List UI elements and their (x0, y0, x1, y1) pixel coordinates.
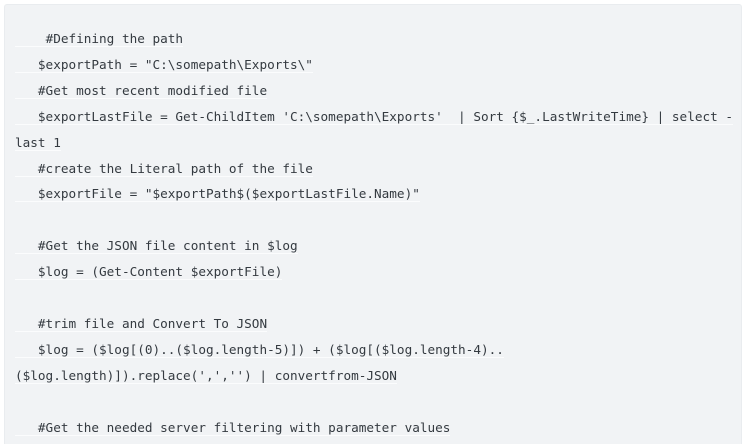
code-line (5, 389, 741, 415)
code-line-text (15, 290, 23, 305)
code-line: $exportFile = "$exportPath$($exportLastF… (5, 181, 741, 207)
code-line (5, 207, 741, 233)
code-line-text: $exportFile = "$exportPath$($exportLastF… (15, 186, 420, 202)
code-line-text (15, 394, 23, 409)
code-line-text: $exportPath = "C:\somepath\Exports\" (15, 56, 313, 72)
code-line: $log = (Get-Content $exportFile) (5, 259, 741, 285)
code-line-text: $log = (Get-Content $exportFile) (15, 264, 283, 280)
code-block[interactable]: #Defining the path $exportPath = "C:\som… (5, 18, 741, 444)
code-line-text: #Get most recent modified file (15, 82, 268, 98)
code-line: #create the Literal path of the file (5, 156, 741, 182)
code-line: $log = ($log[(0)..($log.length-5)]) + ($… (5, 337, 741, 389)
code-line: #Get the needed server filtering with pa… (5, 415, 741, 441)
code-line: #Defining the path (5, 26, 741, 52)
code-line: $exportLastFile = Get-ChildItem 'C:\some… (5, 104, 741, 156)
code-line (5, 285, 741, 311)
code-line-text: $log = ($log[(0)..($log.length-5)]) + ($… (15, 341, 504, 383)
code-line: $exportPath = "C:\somepath\Exports\" (5, 52, 741, 78)
code-line-text: #Get the JSON file content in $log (15, 238, 298, 254)
code-line: #trim file and Convert To JSON (5, 311, 741, 337)
code-line: $server = $log.server.ConfigNetwork | Wh… (5, 441, 741, 444)
code-line-text: #trim file and Convert To JSON (15, 315, 268, 331)
code-line-text: #Defining the path (15, 31, 184, 46)
code-line-text: #create the Literal path of the file (15, 160, 313, 176)
code-line-text: #Get the needed server filtering with pa… (15, 419, 451, 435)
code-line: #Get the JSON file content in $log (5, 233, 741, 259)
code-line: #Get most recent modified file (5, 78, 741, 104)
code-line-text (15, 212, 23, 227)
code-line-text: $exportLastFile = Get-ChildItem 'C:\some… (15, 108, 734, 150)
code-viewport[interactable]: #Defining the path $exportPath = "C:\som… (4, 4, 742, 444)
